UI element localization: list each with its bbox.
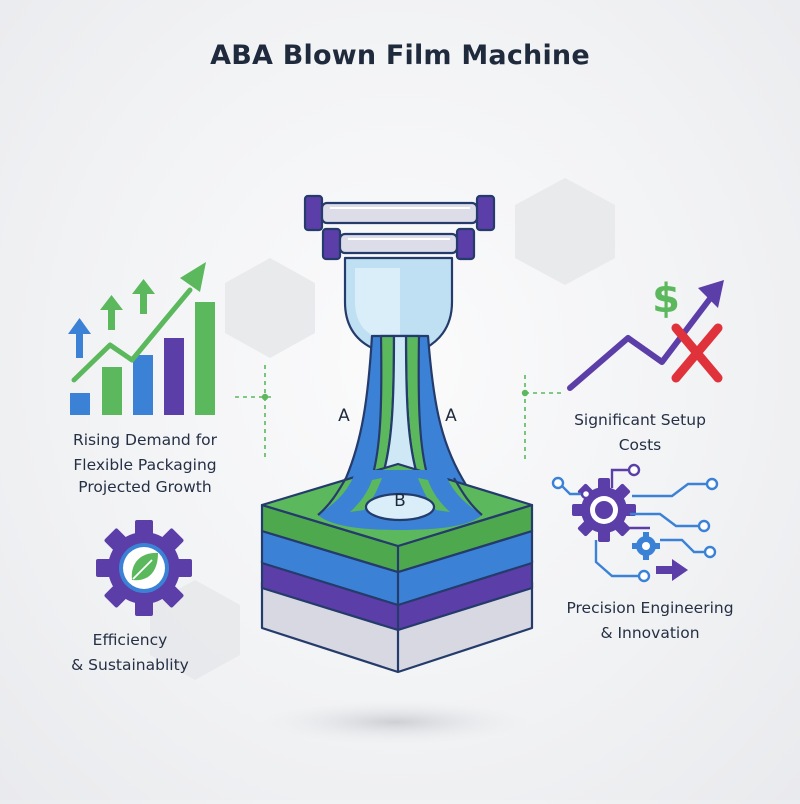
cross-icon [671,323,723,383]
label-line: Rising Demand for [72,431,218,449]
layer-label-a-right: A [445,406,457,426]
page-title: ABA Blown Film Machine [210,40,590,71]
label-line: & Sustainablity [71,656,189,674]
label-efficiency-sustainability: Efficiency & Sustainablity [50,628,210,678]
dollar-trend-cross-icon: $ [567,276,724,391]
hexagon-shape [225,258,315,358]
label-line: Efficiency [92,631,168,649]
label-line: Precision Engineering [566,599,734,617]
label-line: Flexible Packaging [73,456,217,474]
hexagon-shape [515,178,615,285]
dashed-connectors [235,365,565,460]
bar-chart-growth-icon [68,262,215,415]
label-precision-engineering: Precision Engineering & Innovation [535,596,765,646]
label-projected-growth: Projected Growth [40,475,250,500]
label-line: & Innovation [600,624,700,642]
core-die-opening [364,492,436,522]
floor-shadow [260,700,530,744]
label-line: Projected Growth [78,478,212,496]
layer-label-a-left: A [338,406,350,426]
blown-film-machine [260,194,534,674]
label-setup-costs: Significant Setup Costs [560,408,720,458]
label-line: Costs [618,436,662,454]
nip-roller-top [303,194,496,232]
gear-circuit-icon [551,463,719,583]
die-base-stack [260,462,534,674]
label-line: Significant Setup [574,411,706,429]
nip-roller-bottom [321,227,476,261]
layer-label-b-core: B [394,491,406,511]
gear-leaf-icon [96,520,192,616]
dollar-icon: $ [652,276,680,322]
connector-dot-left [261,393,269,401]
connector-dot-right [521,389,529,397]
label-rising-demand: Rising Demand for Flexible Packaging [40,428,250,478]
